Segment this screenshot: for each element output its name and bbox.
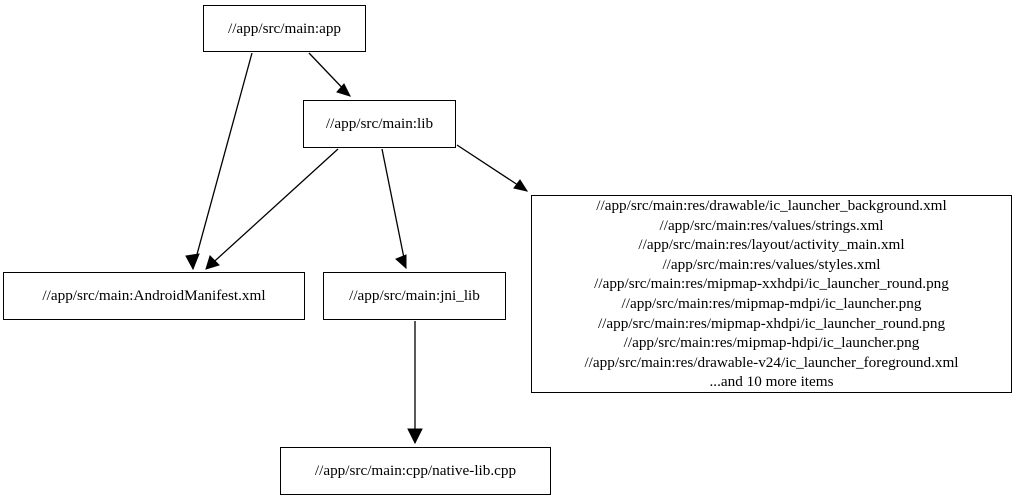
res-group-line-3: //app/src/main:res/values/styles.xml — [662, 255, 881, 273]
res-group-line-2: //app/src/main:res/layout/activity_main.… — [638, 236, 905, 254]
edge-lib-to-jni-lib — [381, 148, 407, 269]
node-label-jni-lib: //app/src/main:jni_lib — [349, 287, 480, 305]
graph-node-app[interactable]: //app/src/main:app — [203, 5, 366, 52]
arrowhead-lib-to-res-group — [513, 179, 529, 192]
graph-node-android-manifest[interactable]: //app/src/main:AndroidManifest.xml — [3, 272, 305, 320]
arrowhead-jni-lib-to-native-lib — [407, 428, 423, 445]
res-group-line-9: ...and 10 more items — [709, 373, 834, 391]
graph-node-jni-lib[interactable]: //app/src/main:jni_lib — [323, 272, 506, 320]
res-group-line-1: //app/src/main:res/values/strings.xml — [659, 216, 884, 234]
arrowhead-app-to-manifest — [185, 253, 200, 271]
edge-app-to-manifest — [192, 52, 253, 270]
arrowhead-lib-to-manifest — [205, 255, 220, 270]
arrowhead-lib-to-jni-lib — [395, 254, 407, 270]
graph-node-res-group[interactable]: //app/src/main:res/drawable/ic_launcher_… — [531, 195, 1012, 393]
graph-node-native-lib-cpp[interactable]: //app/src/main:cpp/native-lib.cpp — [280, 447, 551, 495]
arrowhead-app-to-lib — [336, 83, 351, 97]
node-label-android-manifest: //app/src/main:AndroidManifest.xml — [42, 287, 266, 305]
res-group-line-4: //app/src/main:res/mipmap-xxhdpi/ic_laun… — [594, 275, 949, 293]
graph-node-lib[interactable]: //app/src/main:lib — [303, 100, 456, 148]
node-label-res-group: //app/src/main:res/drawable/ic_launcher_… — [532, 196, 1011, 392]
res-group-line-6: //app/src/main:res/mipmap-xhdpi/ic_launc… — [597, 314, 946, 332]
node-label-lib: //app/src/main:lib — [325, 115, 434, 133]
edge-app-to-lib — [308, 52, 351, 97]
edge-lib-to-res-group — [456, 144, 528, 192]
res-group-line-5: //app/src/main:res/mipmap-mdpi/ic_launch… — [621, 295, 922, 312]
res-group-line-0: //app/src/main:res/drawable/ic_launcher_… — [596, 197, 947, 215]
res-group-line-7: //app/src/main:res/mipmap-hdpi/ic_launch… — [623, 334, 920, 352]
node-label-app: //app/src/main:app — [227, 19, 342, 37]
res-group-line-8: //app/src/main:res/drawable-v24/ic_launc… — [584, 353, 959, 371]
node-label-native-lib-cpp: //app/src/main:cpp/native-lib.cpp — [314, 462, 517, 480]
edge-lib-to-manifest — [205, 148, 339, 270]
